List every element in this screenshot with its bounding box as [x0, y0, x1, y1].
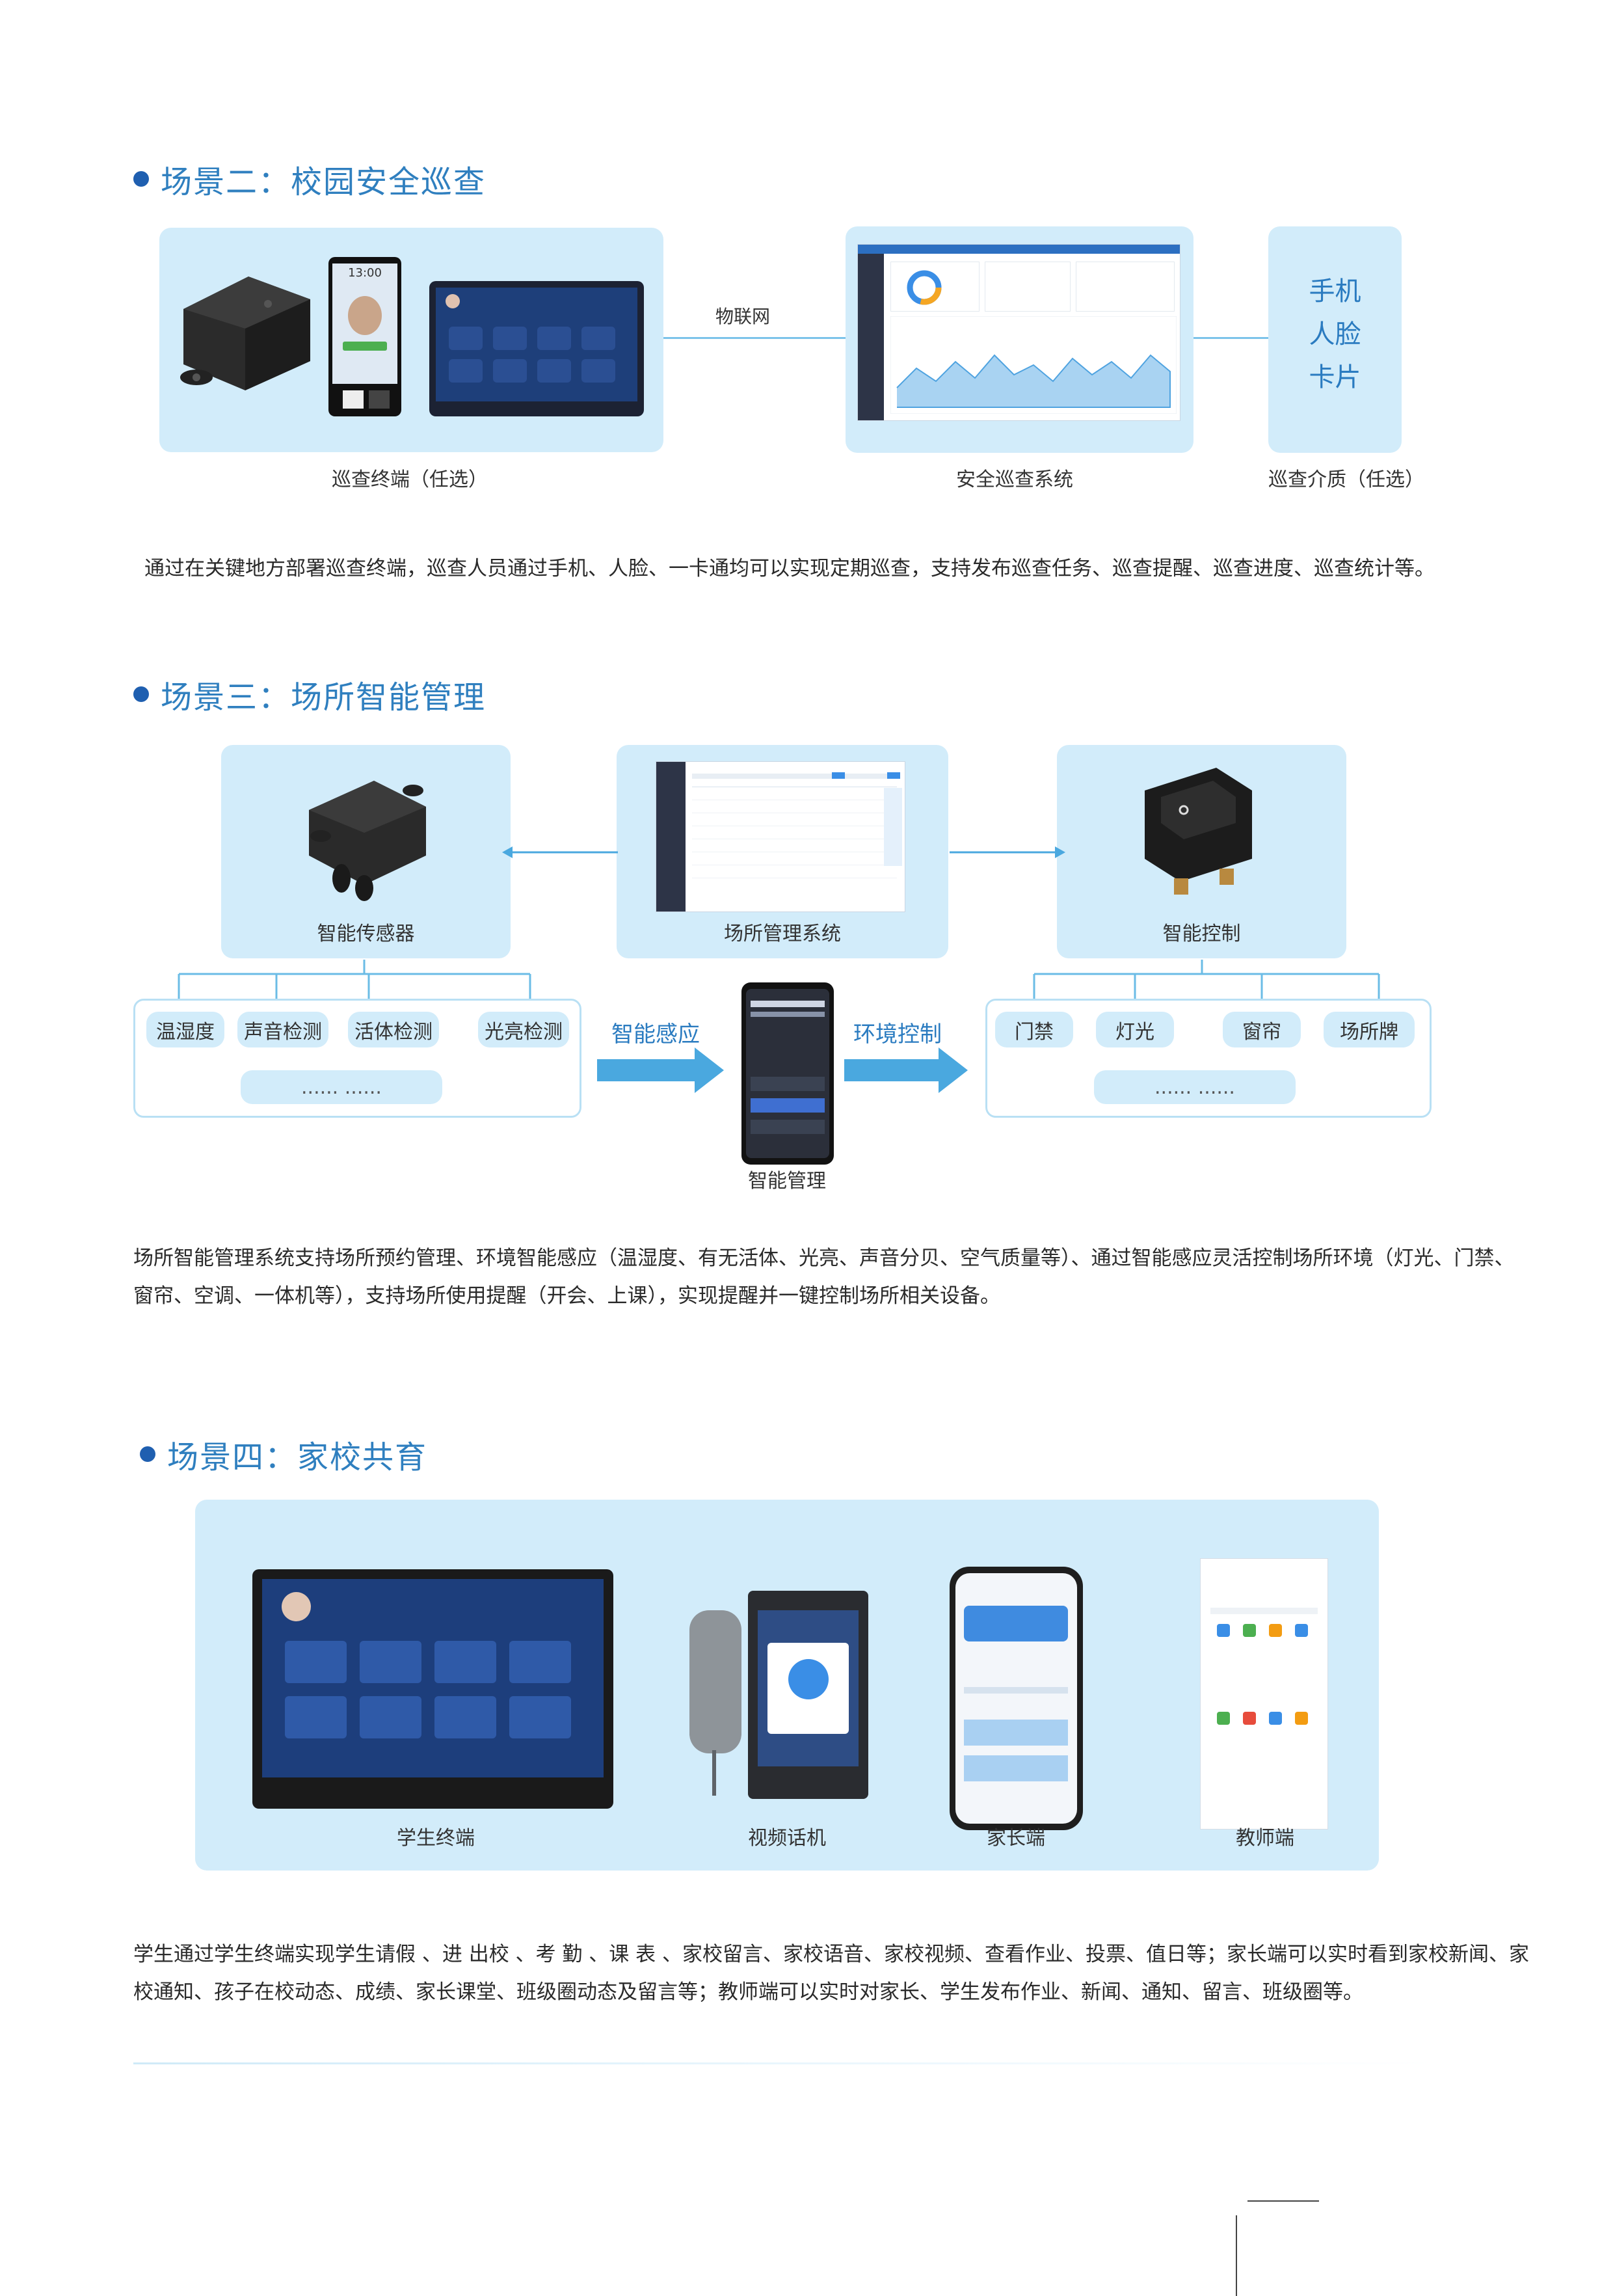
sensor-branch-lines: [178, 960, 531, 999]
media-card: 卡片: [1309, 362, 1361, 392]
footer-divider: [133, 2062, 1434, 2064]
scene3-title: 场景三：场所智能管理: [161, 679, 487, 716]
switch-device: [1145, 768, 1252, 895]
student-terminal: [252, 1569, 613, 1809]
bullet-dot: [133, 171, 149, 187]
bullet-dot: [140, 1446, 155, 1462]
control-arrow: [844, 1047, 968, 1093]
media-panel: [1268, 226, 1402, 453]
scene2-heading: 场景二：校园安全巡查: [133, 156, 486, 202]
classroom-tablet: [429, 281, 644, 416]
scene4-description: 学生通过学生终端实现学生请假 、进 出校 、考 勤 、课 表 、家校留言、家校语…: [133, 1943, 1529, 2004]
management-phone: [741, 982, 834, 1165]
sense-arrow-label: 智能感应: [611, 1021, 700, 1047]
scene2-description: 通过在关键地方部署巡查终端，巡查人员通过手机、人脸、一卡通均可以实现定期巡查，支…: [144, 557, 1435, 580]
scene4-title: 场景四：家校共育: [167, 1439, 428, 1476]
control-item-door: 门禁: [995, 1012, 1073, 1047]
video-phone-caption: 视频话机: [748, 1827, 826, 1850]
arrow-to-control: [950, 846, 1065, 858]
teacher-app: [1200, 1558, 1328, 1830]
scene3-heading: 场景三：场所智能管理: [133, 671, 486, 717]
sensor-item-more: ...... ......: [241, 1070, 442, 1104]
video-phone-unit: [748, 1591, 868, 1799]
terminal-caption: 巡查终端（任选）: [332, 468, 488, 491]
media-face: 人脸: [1309, 319, 1361, 349]
sensor-items-box: [133, 999, 581, 1118]
sensor-device: [309, 781, 426, 901]
parent-phone: [950, 1567, 1083, 1830]
scene3-description: 场所智能管理系统支持场所预约管理、环境智能感应（温湿度、有无活体、光亮、声音分贝…: [133, 1247, 1515, 1308]
terminal-time: 13:00: [348, 266, 382, 280]
scene2-title: 场景二：校园安全巡查: [161, 164, 487, 200]
teacher-app-caption: 教师端: [1236, 1827, 1294, 1850]
control-item-signboard: 场所牌: [1324, 1012, 1415, 1047]
iot-label: 物联网: [715, 306, 771, 327]
control-caption: 智能控制: [1162, 923, 1241, 945]
control-arrow-label: 环境控制: [853, 1021, 942, 1047]
control-branch-lines: [1033, 960, 1380, 999]
sensor-item-humidity: 温湿度: [146, 1012, 224, 1047]
media-caption: 巡查介质（任选）: [1268, 468, 1424, 491]
sensor-item-presence: 活体检测: [348, 1012, 439, 1047]
student-terminal-caption: 学生终端: [397, 1827, 475, 1850]
parent-phone-caption: 家长端: [987, 1827, 1045, 1850]
iot-connector: [663, 337, 846, 339]
system-caption: 安全巡查系统: [956, 468, 1073, 491]
page-mark-vertical: [1236, 2215, 1237, 2296]
patrol-box-device: [180, 277, 310, 390]
scene4-heading: 场景四：家校共育: [140, 1431, 427, 1477]
arrow-to-sensor: [502, 846, 618, 858]
video-phone-handset: [683, 1610, 748, 1799]
media-phone: 手机: [1309, 277, 1361, 306]
patrol-dashboard-screenshot: [857, 244, 1180, 421]
management-phone-caption: 智能管理: [748, 1170, 826, 1193]
sensor-item-light: 光亮检测: [478, 1012, 569, 1047]
venue-system-caption: 场所管理系统: [724, 923, 841, 945]
media-list: 手机 人脸 卡片: [1268, 270, 1402, 399]
control-item-more: ...... ......: [1094, 1070, 1296, 1104]
venue-system-screenshot: [656, 761, 905, 912]
control-item-curtain: 窗帘: [1223, 1012, 1301, 1047]
control-item-light: 灯光: [1096, 1012, 1174, 1047]
bullet-dot: [133, 686, 149, 702]
control-items-box: [985, 999, 1432, 1118]
face-terminal: 13:00: [328, 257, 401, 416]
sensor-caption: 智能传感器: [317, 923, 415, 945]
media-connector: [1193, 337, 1268, 339]
page-mark-horizontal: [1247, 2200, 1319, 2202]
sensor-item-sound: 声音检测: [237, 1012, 328, 1047]
sense-arrow: [597, 1047, 724, 1093]
